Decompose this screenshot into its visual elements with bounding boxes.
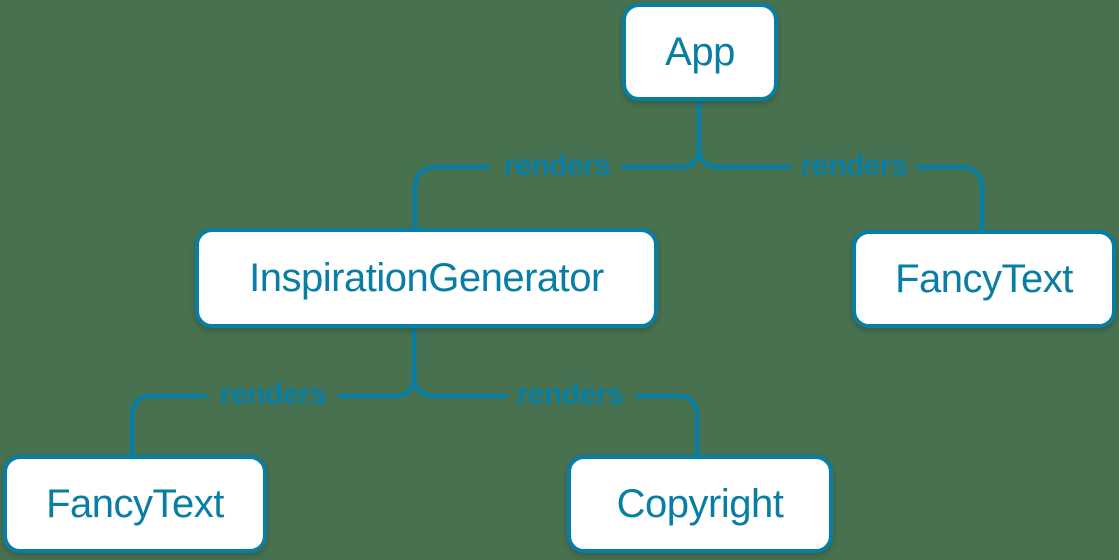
edge-label-renders-app-inspirationgenerator: renders — [503, 149, 611, 182]
edge-inspirationgenerator-to-copyright — [411, 372, 700, 458]
node-app: App — [622, 3, 778, 101]
edge-label-renders-inspirationgenerator-fancytext: renders — [219, 378, 327, 411]
node-inspiration-generator: InspirationGenerator — [195, 228, 658, 328]
node-fancy-text-bottom: FancyText — [3, 455, 267, 553]
edge-label-renders-inspirationgenerator-copyright: renders — [516, 378, 624, 411]
edge-app-to-fancytext — [696, 144, 985, 233]
node-fancy-text-top: FancyText — [852, 230, 1116, 328]
edge-label-renders-app-fancytext: renders — [800, 149, 908, 182]
node-copyright: Copyright — [567, 455, 833, 553]
